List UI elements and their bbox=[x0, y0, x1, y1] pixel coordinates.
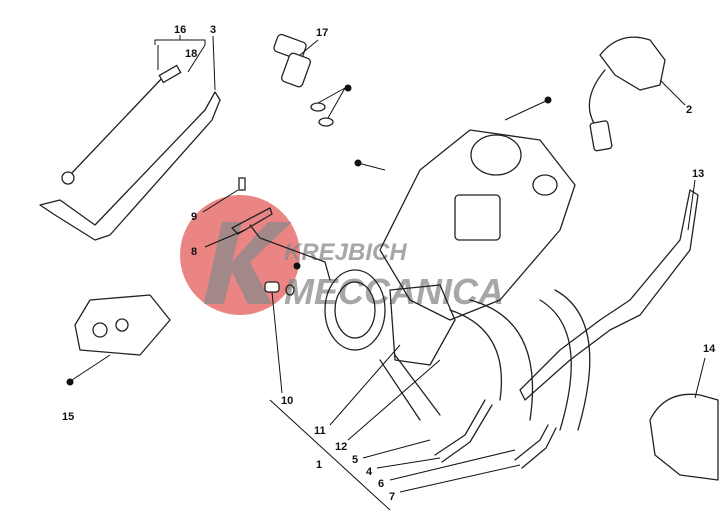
bullet-dots bbox=[66, 84, 552, 386]
watermark-line2: MECCANICA bbox=[284, 271, 504, 312]
callout-4: 4 bbox=[366, 466, 373, 478]
callout-18: 18 bbox=[185, 48, 197, 60]
part-small-hardware bbox=[231, 177, 331, 296]
part-connector-2 bbox=[588, 36, 666, 152]
part-injector-17 bbox=[273, 33, 334, 127]
callout-16: 16 bbox=[174, 24, 186, 36]
watermark-line1: KREJBICH bbox=[284, 239, 407, 266]
callout-13: 13 bbox=[692, 168, 704, 180]
watermark-logo: KREJBICH MECCANICA bbox=[180, 195, 504, 315]
callout-12: 12 bbox=[335, 441, 347, 453]
callout-7: 7 bbox=[389, 491, 395, 503]
callout-1: 1 bbox=[316, 459, 322, 471]
part-throttle-body-1 bbox=[324, 129, 591, 431]
part-sensor-15 bbox=[74, 294, 171, 356]
callout-2: 2 bbox=[686, 104, 692, 116]
leader-lines bbox=[71, 35, 706, 511]
callout-15: 15 bbox=[62, 411, 74, 423]
callout-11: 11 bbox=[314, 425, 326, 437]
part-hoses bbox=[434, 399, 557, 469]
callout-14: 14 bbox=[703, 343, 716, 355]
callout-5: 5 bbox=[352, 454, 358, 466]
callout-17: 17 bbox=[316, 27, 328, 39]
callout-9: 9 bbox=[191, 211, 197, 223]
part-cover-14 bbox=[649, 393, 719, 481]
callout-6: 6 bbox=[378, 478, 384, 490]
part-bracket-3 bbox=[39, 64, 221, 241]
callout-3: 3 bbox=[210, 24, 216, 36]
watermark-k-shape bbox=[204, 222, 292, 304]
callout-8: 8 bbox=[191, 246, 197, 258]
callout-10: 10 bbox=[281, 395, 293, 407]
part-bracket-13 bbox=[519, 189, 699, 401]
